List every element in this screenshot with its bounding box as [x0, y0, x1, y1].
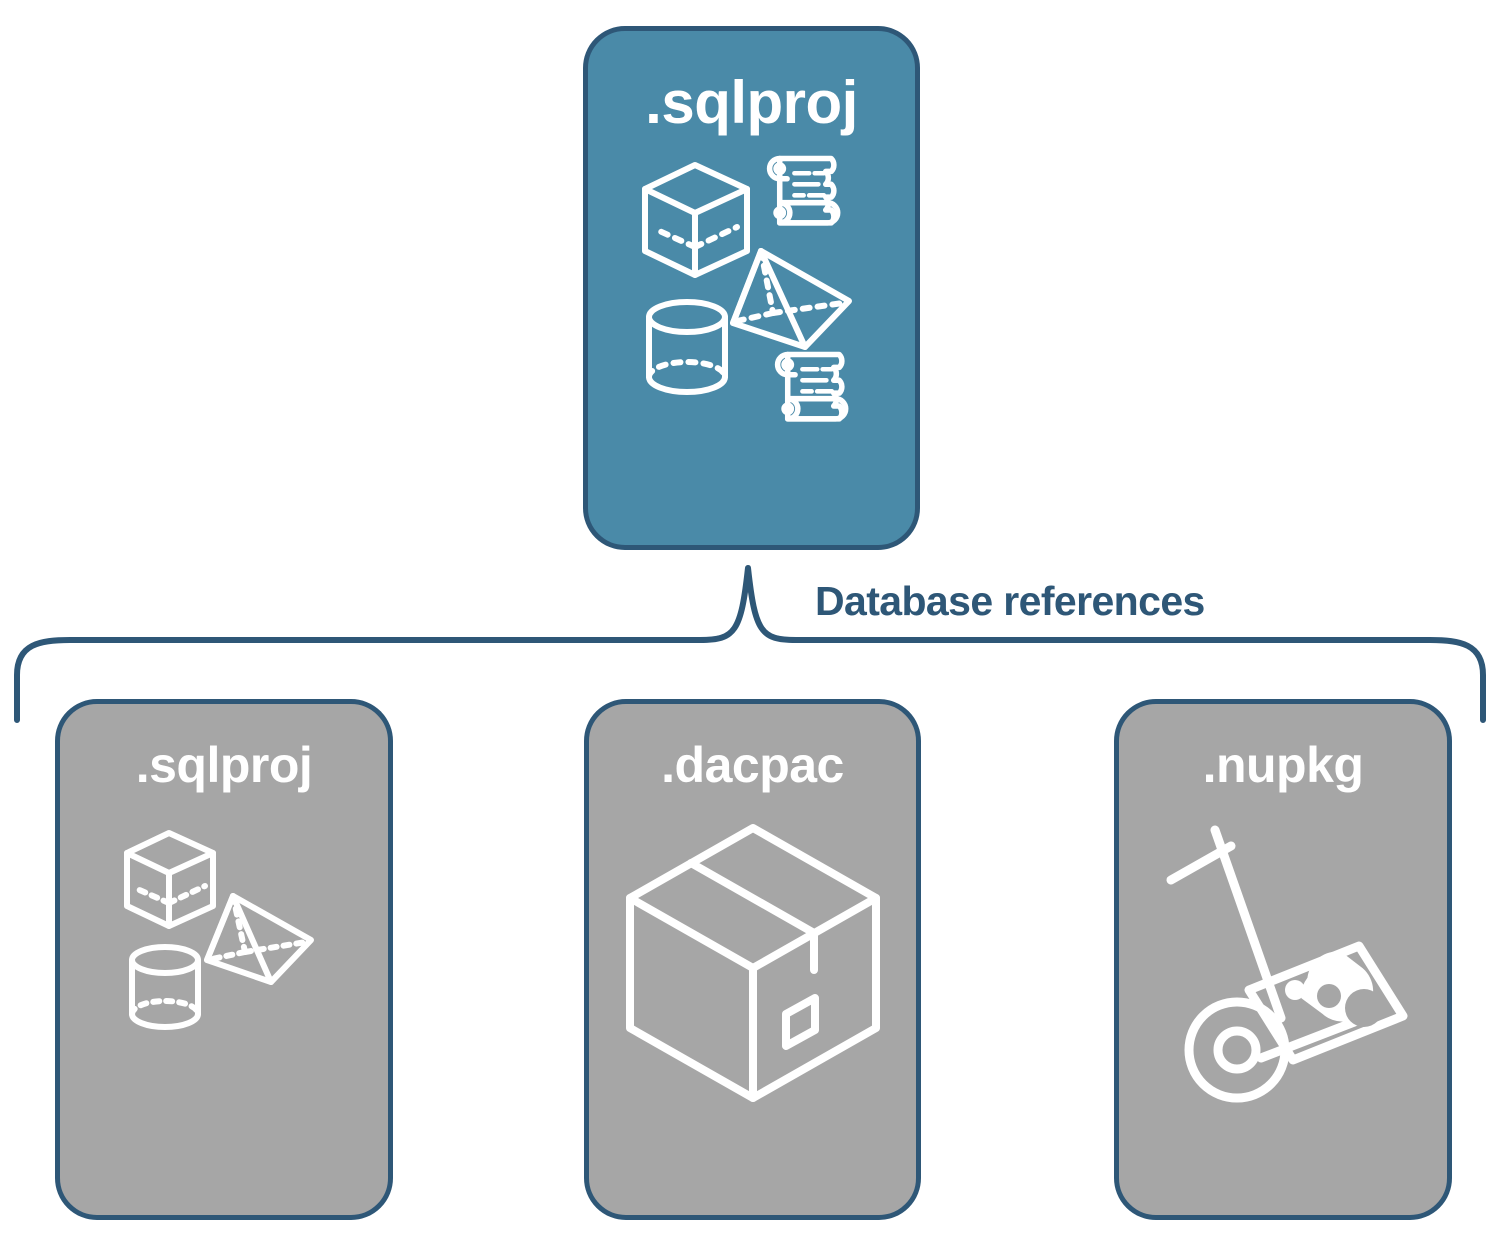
scroll-script-icon [766, 155, 840, 226]
pyramid-wireframe-icon [729, 248, 852, 350]
cylinder-wireframe-icon [645, 299, 728, 395]
node-root-artwork [588, 151, 915, 545]
node-sqlproj-title: .sqlproj [135, 737, 313, 793]
cube-wireframe-icon [641, 162, 750, 278]
node-reference-dacpac[interactable]: .dacpac [584, 699, 921, 1220]
node-reference-nupkg[interactable]: .nupkg [1114, 699, 1452, 1220]
node-dacpac-title: .dacpac [661, 737, 844, 793]
node-nupkg-artwork [1119, 818, 1447, 1215]
nuget-glyph-holes [1317, 984, 1383, 1027]
root-shapes-and-scripts-icon [641, 155, 852, 422]
node-root-title: .sqlproj [645, 69, 858, 136]
brace-path [14, 565, 1486, 723]
node-nupkg-title: .nupkg [1202, 737, 1364, 793]
node-root-sqlproj[interactable]: .sqlproj [583, 26, 920, 550]
cylinder-wireframe-icon [129, 944, 201, 1030]
scroll-script-icon [774, 351, 848, 422]
hand-truck-package-icon [1166, 825, 1408, 1103]
node-reference-sqlproj[interactable]: .sqlproj [55, 699, 393, 1220]
cube-wireframe-icon [124, 830, 216, 929]
pyramid-wireframe-icon [204, 893, 314, 985]
node-dacpac-artwork [589, 818, 916, 1215]
shapes-wireframe-icon [124, 830, 314, 1030]
package-box-icon [625, 824, 880, 1102]
node-sqlproj-artwork [60, 818, 388, 1215]
brace-label: Database references [815, 578, 1205, 624]
